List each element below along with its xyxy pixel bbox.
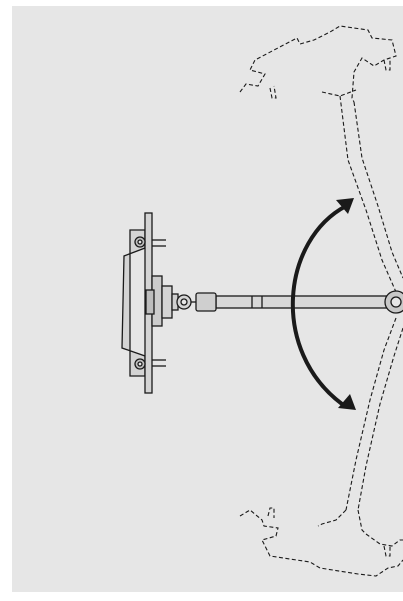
arrow-head-down	[338, 394, 356, 410]
phantom-arm-upper	[239, 25, 403, 293]
mounting-bracket	[121, 212, 192, 394]
arrow-head-up	[336, 198, 354, 214]
ball-joint	[384, 290, 403, 314]
swing-motion-arrow	[290, 198, 356, 410]
phantom-arm-lower	[239, 317, 403, 577]
